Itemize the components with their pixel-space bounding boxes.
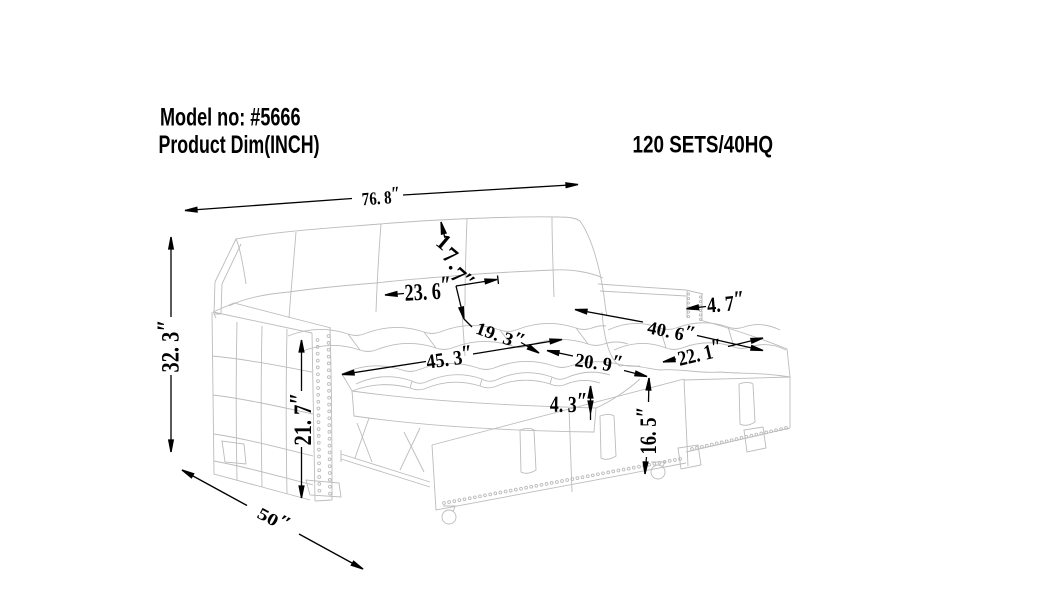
svg-text:50″: 50″: [254, 500, 295, 536]
svg-text:16. 5″: 16. 5″: [631, 407, 662, 455]
svg-text:Product Dim(INCH): Product Dim(INCH): [159, 131, 320, 159]
svg-text:120 SETS/40HQ: 120 SETS/40HQ: [633, 132, 774, 159]
svg-text:4. 3″: 4. 3″: [550, 388, 588, 418]
svg-text:19. 3″: 19. 3″: [473, 315, 528, 354]
svg-text:23. 6″: 23. 6″: [404, 270, 453, 306]
svg-text:40. 6″: 40. 6″: [645, 313, 697, 347]
svg-text:4. 7″: 4. 7″: [706, 286, 746, 317]
svg-text:Model no: #5666: Model no: #5666: [160, 104, 301, 132]
svg-text:21. 7″: 21. 7″: [284, 393, 317, 446]
svg-text:45. 3″: 45. 3″: [424, 339, 474, 373]
svg-text:76. 8″: 76. 8″: [361, 183, 401, 211]
svg-text:32. 3″: 32. 3″: [152, 320, 185, 373]
